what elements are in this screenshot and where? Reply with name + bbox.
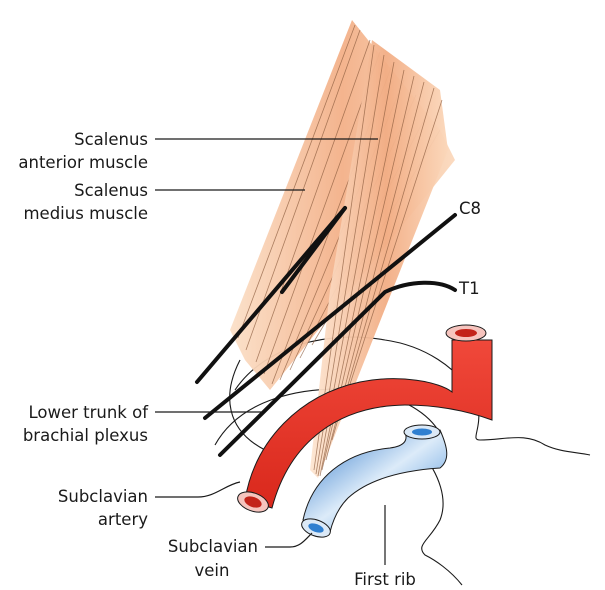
subclavian-artery-leader <box>155 482 240 497</box>
subclavian-vein-leader <box>265 533 312 547</box>
c8-label: C8 <box>459 199 481 218</box>
scalenus-medius-label-2: medius muscle <box>23 204 148 223</box>
subclavian-artery-label-2: artery <box>98 510 148 529</box>
t1-label: T1 <box>458 279 480 298</box>
subclavian-vein-label-1: Subclavian <box>168 537 258 556</box>
lower-trunk-label-1: Lower trunk of <box>28 403 149 422</box>
subclavian-artery-label-1: Subclavian <box>58 487 148 506</box>
first-rib-label: First rib <box>354 570 416 589</box>
subclavian-vein-label-2: vein <box>195 561 230 580</box>
lower-trunk-label-2: brachial plexus <box>23 426 148 445</box>
scalenus-medius-label-1: Scalenus <box>74 181 148 200</box>
scalenus-anterior-label-1: Scalenus <box>74 130 148 149</box>
scalenus-anterior-label-2: anterior muscle <box>18 153 148 172</box>
